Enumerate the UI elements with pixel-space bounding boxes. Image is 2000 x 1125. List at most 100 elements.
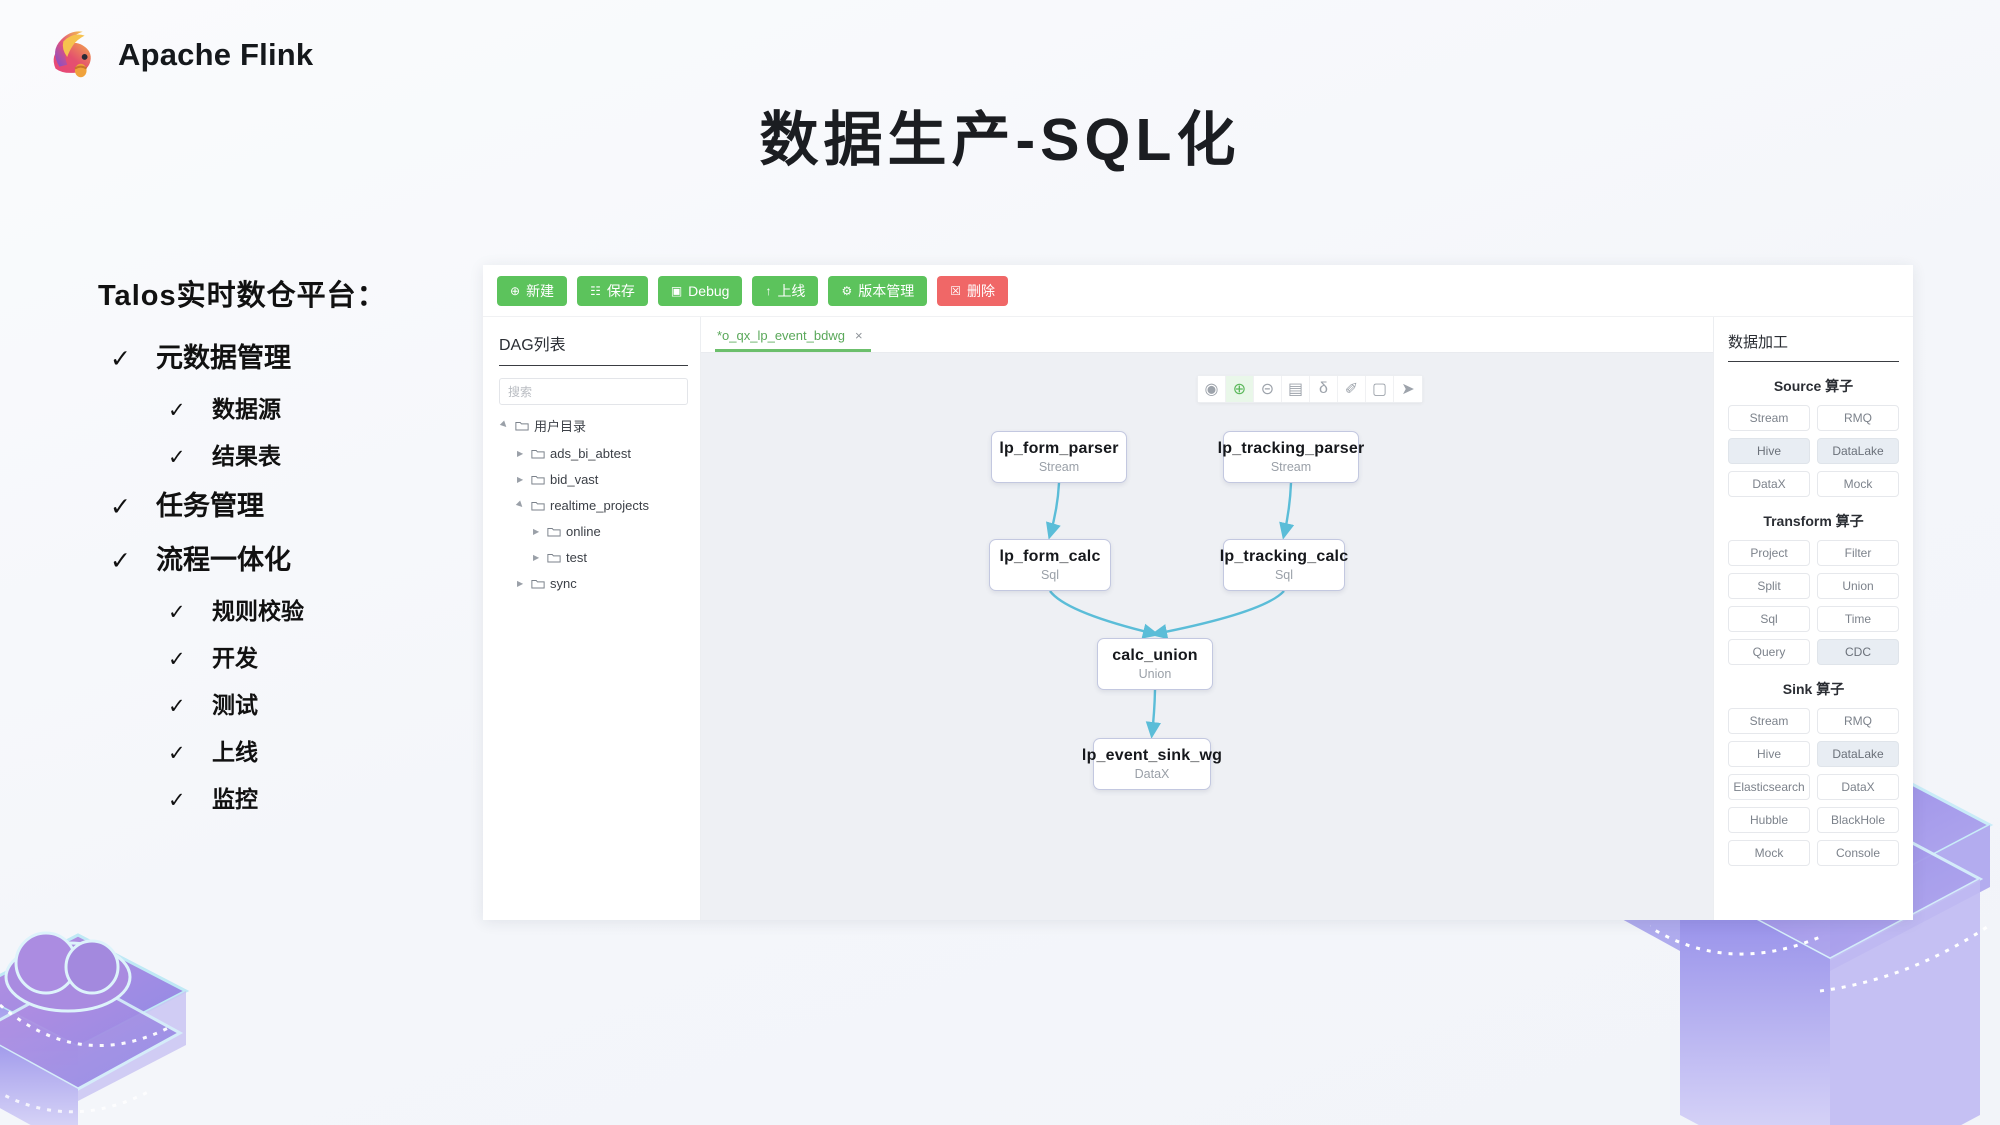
operator-group-title: Source 算子 — [1773, 378, 1854, 394]
outline-item: ✓ 任务管理 — [98, 484, 478, 523]
page-title: 数据生产-SQL化 — [759, 107, 1241, 173]
operator-DataX[interactable]: DataX — [1728, 471, 1810, 497]
chevron-down-icon[interactable]: ▶ — [499, 419, 510, 430]
operator-RMQ[interactable]: RMQ — [1817, 405, 1899, 431]
dag-edge-lp_tracking_calc-to-calc_union — [1150, 590, 1285, 640]
outline-item-label: 任务管理 — [156, 491, 264, 521]
chevron-right-icon[interactable]: ▶ — [533, 553, 540, 562]
tree-node-online[interactable]: ▶ online — [499, 524, 688, 539]
check-icon: ✓ — [110, 493, 131, 521]
toolbar-button-版本管理[interactable]: ⚙版本管理 — [828, 275, 928, 306]
toolbar-button-新建[interactable]: ⊕新建 — [497, 275, 568, 306]
zoom-out-icon[interactable]: ⊝ — [1254, 376, 1282, 402]
cursor-icon[interactable]: ➤ — [1394, 376, 1422, 402]
tree-node-label: 用户目录 — [534, 419, 587, 434]
operator-RMQ[interactable]: RMQ — [1817, 708, 1899, 734]
operator-BlackHole[interactable]: BlackHole — [1817, 807, 1899, 833]
operator-DataLake[interactable]: DataLake — [1817, 438, 1899, 464]
canvas-area: *o_qx_lp_event_bdwg × ◉⊕⊝▤δ✐▢➤ lp_form_p… — [701, 317, 1713, 920]
operator-Mock[interactable]: Mock — [1728, 840, 1810, 866]
toolbar-button-label: 删除 — [966, 282, 995, 299]
outline-item: ✓上线 — [98, 733, 478, 767]
chevron-right-icon[interactable]: ▶ — [517, 475, 524, 484]
dag-tree-panel: DAG列表 ▶用户目录▶ads_bi_abtest▶bid_vast▶realt… — [483, 317, 701, 920]
operator-Query[interactable]: Query — [1728, 639, 1810, 665]
check-icon: ✓ — [110, 547, 131, 575]
operator-Elasticsearch[interactable]: Elasticsearch — [1728, 774, 1810, 800]
operator-Time[interactable]: Time — [1817, 606, 1899, 632]
fit-screen-icon[interactable]: ▤ — [1282, 376, 1310, 402]
toolbar-button-保存[interactable]: ☷保存 — [577, 275, 648, 306]
operator-panel-title: 数据加工 — [1728, 331, 1899, 362]
operator-Sql[interactable]: Sql — [1728, 606, 1810, 632]
pen-icon[interactable]: ✐ — [1338, 376, 1366, 402]
search-input[interactable] — [499, 378, 688, 405]
app-workspace: DAG列表 ▶用户目录▶ads_bi_abtest▶bid_vast▶realt… — [483, 317, 1913, 920]
toolbar-button-上线[interactable]: ↑上线 — [752, 275, 819, 306]
operator-Split[interactable]: Split — [1728, 573, 1810, 599]
operator-CDC[interactable]: CDC — [1817, 639, 1899, 665]
zoom-in-icon[interactable]: ⊕ — [1226, 376, 1254, 402]
upload-icon: ↑ — [765, 283, 772, 298]
chevron-right-icon[interactable]: ▶ — [517, 579, 524, 588]
brand: Apache Flink — [42, 24, 313, 86]
check-icon: ✓ — [168, 695, 186, 718]
tree-node-ads_bi_abtest[interactable]: ▶ ads_bi_abtest — [499, 446, 688, 461]
operator-Project[interactable]: Project — [1728, 540, 1810, 566]
tab-o-qx-lp-event-bdwg[interactable]: *o_qx_lp_event_bdwg × — [715, 328, 871, 352]
operator-Hubble[interactable]: Hubble — [1728, 807, 1810, 833]
outline-list: Talos实时数仓平台： ✓元数据管理✓数据源✓结果表✓任务管理✓流程一体化✓规… — [98, 272, 478, 827]
check-icon: ✓ — [168, 399, 186, 422]
tree-node-label: ads_bi_abtest — [550, 446, 631, 461]
close-icon[interactable]: × — [854, 328, 863, 343]
chevron-right-icon[interactable]: ▶ — [533, 527, 540, 536]
settings-gear-icon: ⚙ — [841, 283, 853, 298]
operator-DataLake[interactable]: DataLake — [1817, 741, 1899, 767]
tree-node-sync[interactable]: ▶sync — [499, 576, 688, 591]
outline-item-label: 监控 — [212, 786, 258, 812]
tree-node-realtime_projects[interactable]: ▶realtime_projects — [499, 498, 688, 513]
operator-Stream[interactable]: Stream — [1728, 405, 1810, 431]
tree-node-label: online — [566, 524, 601, 539]
operator-DataX[interactable]: DataX — [1817, 774, 1899, 800]
chevron-right-icon[interactable]: ▶ — [517, 449, 524, 458]
tree-node-test[interactable]: ▶test — [499, 550, 688, 565]
dag-node-name: calc_union — [1112, 647, 1198, 664]
decorative-isometric-cloud-left — [0, 931, 190, 1125]
tree-node-用户目录[interactable]: ▶ 用户目录 — [499, 416, 688, 435]
operator-Mock[interactable]: Mock — [1817, 471, 1899, 497]
operator-Hive[interactable]: Hive — [1728, 741, 1810, 767]
outline-item-label: 数据源 — [212, 396, 281, 422]
outline-heading: Talos实时数仓平台： — [98, 280, 387, 312]
folder-icon — [547, 553, 561, 563]
chevron-down-icon[interactable]: ▶ — [515, 499, 526, 510]
folder-icon — [531, 449, 545, 459]
outline-item-label: 上线 — [212, 739, 258, 765]
tree-node-bid_vast[interactable]: ▶bid_vast — [499, 472, 688, 487]
dag-node-name: lp_event_sink_wg — [1081, 747, 1223, 764]
comment-icon[interactable]: ▢ — [1366, 376, 1394, 402]
dag-edge-lp_form_calc-to-calc_union — [1049, 590, 1160, 639]
magnet-icon[interactable]: δ — [1310, 376, 1338, 402]
toolbar-button-删除[interactable]: ☒删除 — [937, 275, 1008, 306]
folder-icon — [515, 421, 529, 431]
operator-Filter[interactable]: Filter — [1817, 540, 1899, 566]
operator-Hive[interactable]: Hive — [1728, 438, 1810, 464]
toolbar-button-Debug[interactable]: ▣Debug — [657, 275, 743, 306]
eye-icon[interactable]: ◉ — [1198, 376, 1226, 402]
folder-icon — [547, 527, 561, 537]
toolbar-button-label: 保存 — [606, 282, 635, 299]
operator-Union[interactable]: Union — [1817, 573, 1899, 599]
dag-node-type: Stream — [1038, 460, 1080, 474]
operator-Stream[interactable]: Stream — [1728, 708, 1810, 734]
operator-Console[interactable]: Console — [1817, 840, 1899, 866]
